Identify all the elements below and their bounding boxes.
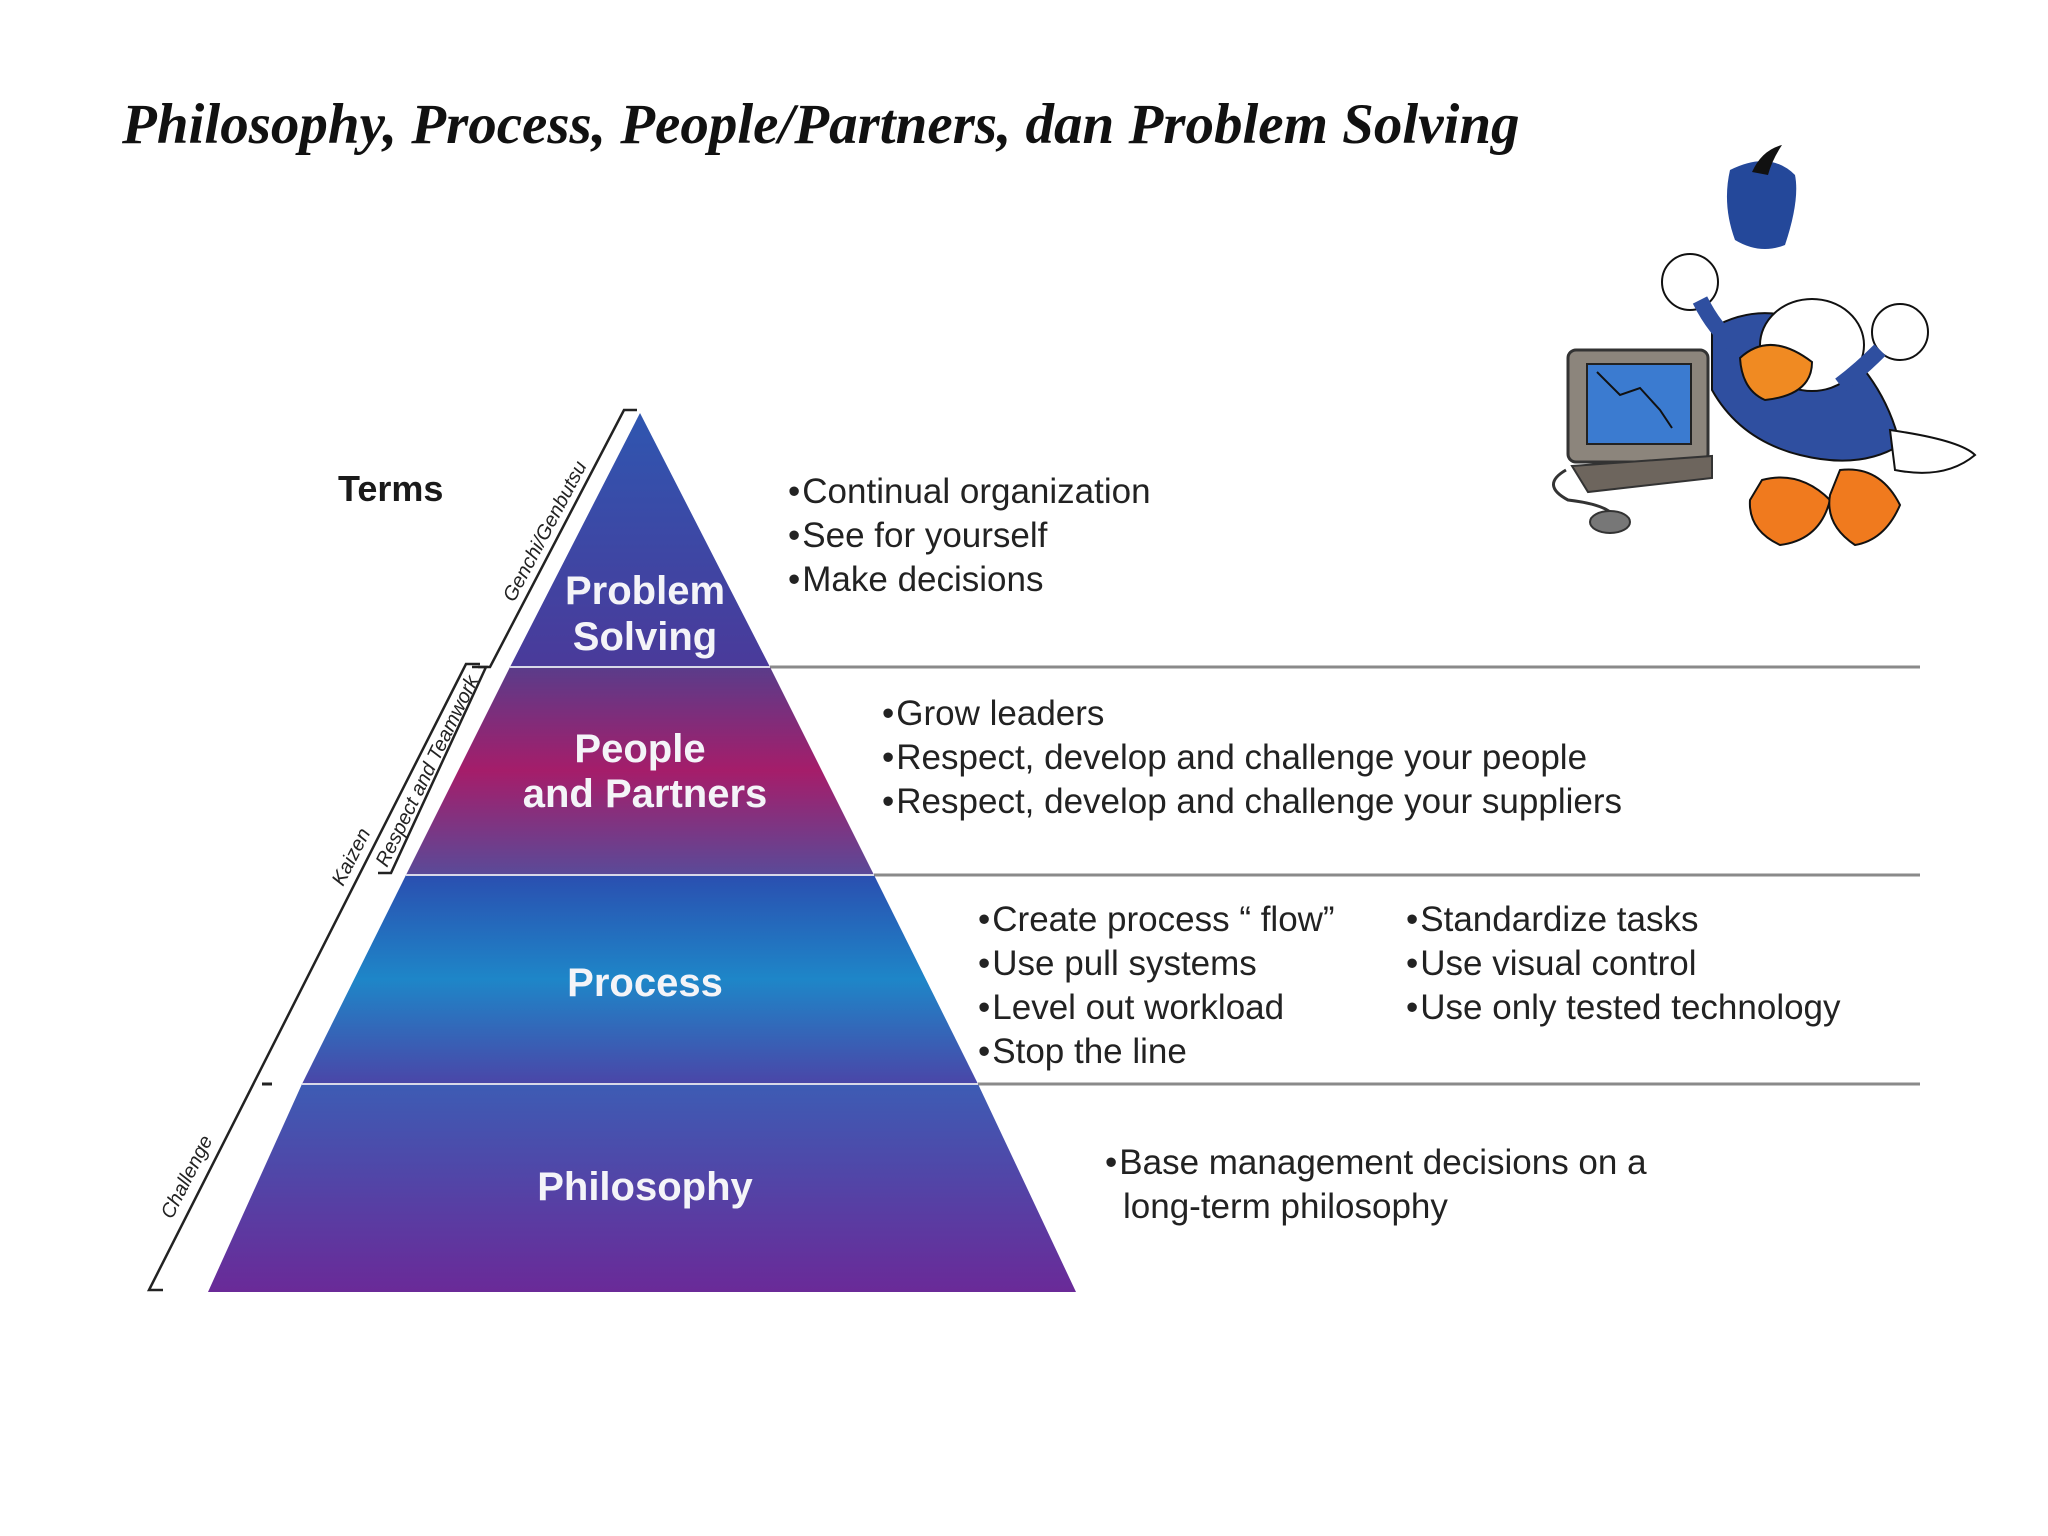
process-bullets-col2: Standardize tasks Use visual control Use… (1406, 898, 1841, 1030)
level-label-solving: Solving (573, 615, 717, 659)
bullet-item: Standardize tasks (1406, 898, 1841, 942)
level-label-process: Process (567, 961, 723, 1005)
bracket-respect (378, 665, 488, 875)
bullet-item: Make decisions (788, 558, 1151, 602)
bullet-item: Respect, develop and challenge your peop… (882, 736, 1622, 780)
people-bullets: Grow leaders Respect, develop and challe… (882, 692, 1622, 824)
problem-solving-bullets: Continual organization See for yourself … (788, 470, 1151, 602)
level-label-partners: and Partners (523, 772, 768, 816)
bullet-item: Use pull systems (978, 942, 1335, 986)
level-label-philosophy: Philosophy (537, 1165, 753, 1209)
pyramid-level-philosophy (208, 1084, 1076, 1292)
bullet-item: Stop the line (978, 1030, 1335, 1074)
bullet-item: Continual organization (788, 470, 1150, 514)
pyramid-level-people (406, 667, 874, 875)
side-label-challenge: Challenge (157, 1132, 217, 1222)
donald-duck-illustration (1552, 145, 1977, 547)
process-bullets-col1: Create process “ flow” Use pull systems … (978, 898, 1335, 1074)
pyramid-level-problem-solving (510, 413, 770, 667)
bullet-item: Use only tested technology (1406, 986, 1840, 1030)
bullet-item: Respect, develop and challenge your supp… (882, 780, 1622, 824)
terms-label: Terms (338, 468, 444, 509)
page-title: Philosophy, Process, People/Partners, da… (122, 93, 1520, 156)
philosophy-bullets: Base management decisions on a long-term… (1105, 1141, 1646, 1229)
level-label-problem: Problem (565, 569, 725, 613)
bracket-outer (146, 662, 480, 1292)
bullet-item: Level out workload (978, 986, 1335, 1030)
bullet-item: Create process “ flow” (978, 898, 1334, 942)
level-label-people: People (574, 727, 705, 771)
bullet-item: See for yourself (788, 514, 1151, 558)
bullet-item: Base management decisions on a (1105, 1141, 1646, 1185)
pyramid-level-process (302, 875, 978, 1084)
bullet-item-continuation: long-term philosophy (1123, 1187, 1448, 1226)
bullet-item: Grow leaders (882, 692, 1622, 736)
bullet-item: Use visual control (1406, 942, 1841, 986)
